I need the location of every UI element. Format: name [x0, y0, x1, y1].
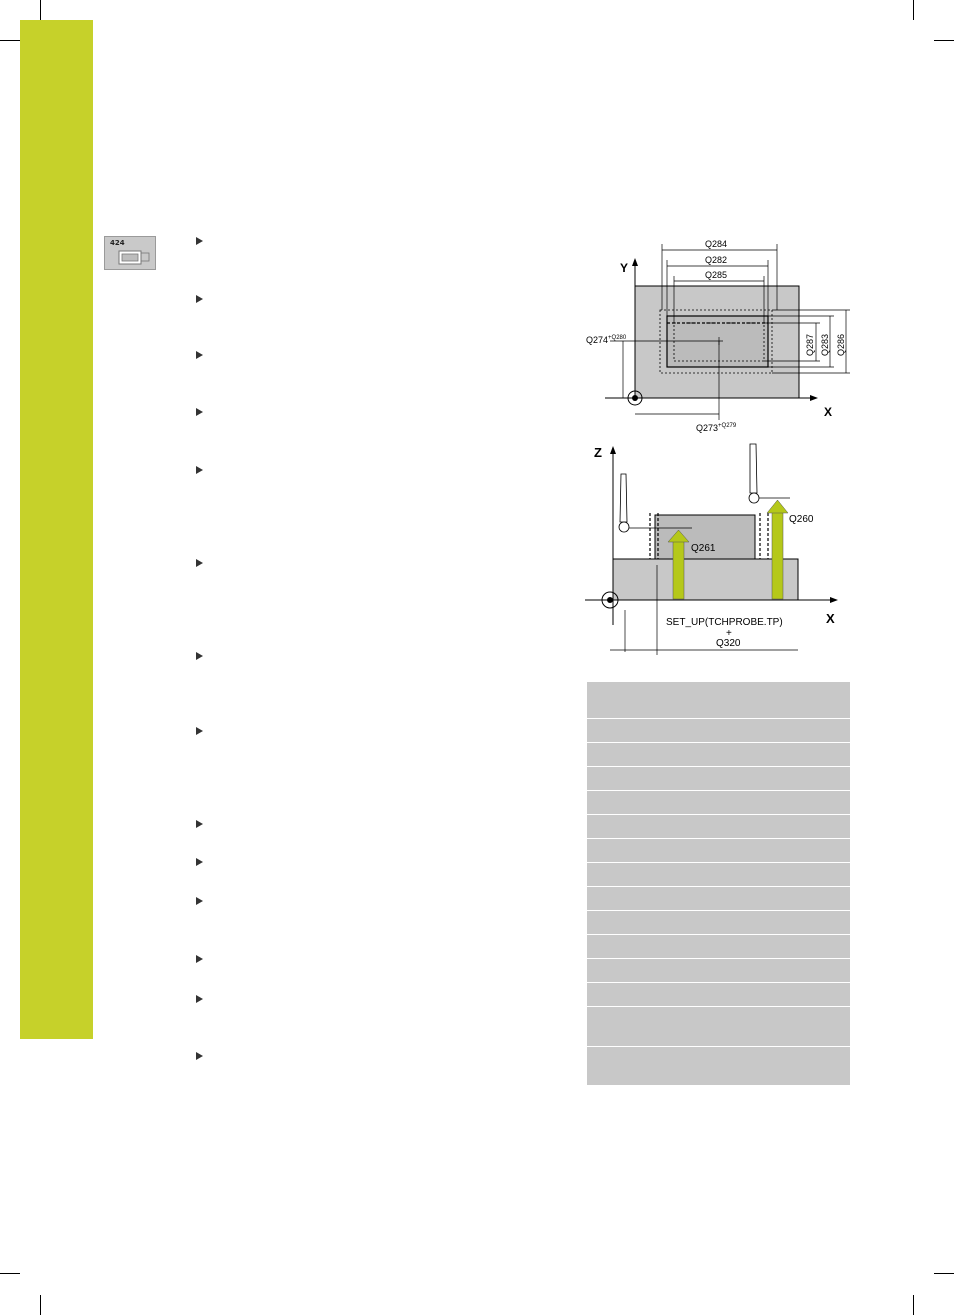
table-row-separator	[587, 790, 850, 791]
label-q260: Q260	[789, 514, 814, 525]
axis-x-label: X	[824, 405, 832, 419]
crop-mark	[0, 40, 20, 41]
bullet-arrow-icon	[196, 295, 203, 303]
crop-mark	[0, 1273, 20, 1274]
bullet-arrow-icon	[196, 1052, 203, 1060]
label-plus: +	[726, 628, 732, 639]
rectangle-stud-icon	[118, 250, 150, 265]
chapter-side-bar	[20, 20, 93, 1039]
table-row-separator	[587, 1046, 850, 1047]
bullet-arrow-icon	[196, 995, 203, 1003]
bullet-arrow-icon	[196, 652, 203, 660]
top-view-figure: Y X Q284 Q282 Q285 Q286 Q283 Q287 Q274+Q…	[586, 239, 850, 433]
label-q261: Q261	[691, 543, 716, 554]
axis-z-label: Z	[594, 445, 602, 460]
bullet-arrow-icon	[196, 858, 203, 866]
table-row-separator	[587, 766, 850, 767]
bullet-arrow-icon	[196, 408, 203, 416]
label-q274: Q274+Q280	[586, 335, 627, 345]
table-row-separator	[587, 910, 850, 911]
dim-q286: Q286	[836, 334, 846, 356]
label-q320: Q320	[716, 638, 741, 649]
crop-mark	[934, 1273, 954, 1274]
crop-mark	[40, 0, 41, 20]
table-row-separator	[587, 934, 850, 935]
axis-y-label: Y	[620, 261, 628, 275]
dim-q283: Q283	[820, 334, 830, 356]
parameter-table	[587, 682, 850, 1085]
bullet-arrow-icon	[196, 559, 203, 567]
dim-q287: Q287	[805, 334, 815, 356]
dim-q285: Q285	[705, 270, 727, 280]
cycle-424-icon: 424	[104, 236, 156, 270]
table-row-separator	[587, 982, 850, 983]
bullet-arrow-icon	[196, 820, 203, 828]
dim-q282: Q282	[705, 255, 727, 265]
label-setup: SET_UP(TCHPROBE.TP)	[666, 617, 783, 628]
table-row-separator	[587, 718, 850, 719]
bullet-arrow-icon	[196, 727, 203, 735]
side-view-figure: Z X Q260 Q261 SET_UP(TCHPROBE.TP) + Q320	[585, 443, 838, 655]
crop-mark	[913, 1295, 914, 1315]
table-row-separator	[587, 742, 850, 743]
cycle-number: 424	[110, 239, 125, 247]
crop-mark	[913, 0, 914, 20]
axis-x-label: X	[826, 611, 835, 626]
bullet-arrow-icon	[196, 897, 203, 905]
bullet-arrow-icon	[196, 466, 203, 474]
bullet-arrow-icon	[196, 351, 203, 359]
table-row-separator	[587, 958, 850, 959]
bullet-arrow-icon	[196, 955, 203, 963]
dim-q284: Q284	[705, 239, 727, 249]
table-row-separator	[587, 886, 850, 887]
table-row-separator	[587, 1006, 850, 1007]
bullet-arrow-icon	[196, 237, 203, 245]
table-row-separator	[587, 814, 850, 815]
table-row-separator	[587, 838, 850, 839]
crop-mark	[934, 40, 954, 41]
label-q273: Q273+Q279	[696, 423, 737, 433]
table-row-separator	[587, 862, 850, 863]
crop-mark	[40, 1295, 41, 1315]
